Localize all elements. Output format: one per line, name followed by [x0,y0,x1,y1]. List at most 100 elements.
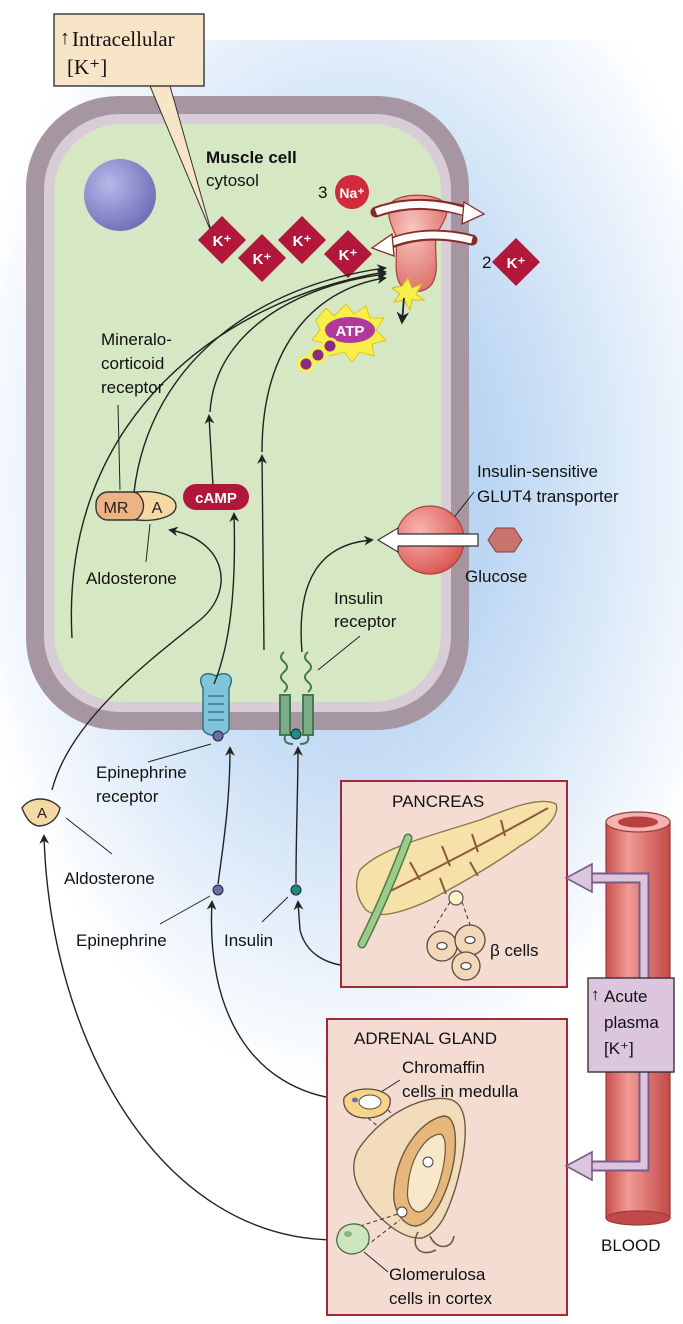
blood-vessel-lumen [618,816,658,828]
pump-atp-arrow [396,297,410,325]
arrow-aldosterone-to-mr [51,526,222,791]
glom-line1: Glomerulosa [389,1265,486,1284]
k-ion-diamond [237,233,287,283]
pump-spark-icon [390,276,426,312]
k-ion-label: K⁺ [213,233,232,250]
insulin-label: Insulin [224,931,273,950]
glut4-label-line1: Insulin-sensitive [477,462,598,481]
arrow-insulin-to-pump [261,274,387,453]
plasma-line2: plasma [604,1013,659,1032]
islet-zoom-line [433,901,451,929]
glucose-arrow [376,526,479,554]
k-out-ion-label: K⁺ [507,255,526,272]
phosphate-icon [321,337,339,355]
adrenal-gland-icon [353,1097,466,1254]
insulin-icon [290,884,302,896]
k-ion-diamond [197,215,247,265]
na-k-pump [370,194,486,325]
phosphate-icon [297,355,315,373]
beta-cells-label: β cells [490,941,539,960]
arrow-camp-to-pump [209,270,387,413]
glucose-label: Glucose [465,567,527,586]
arrow-insulin-up [257,454,267,651]
epinephrine-receptor-icon [199,672,233,737]
pancreatic-duct [379,807,549,897]
mr-label-line2: corticoid [101,354,164,373]
insulin-receptor-line1: Insulin [334,589,383,608]
aldosterone-free-icon [21,798,61,827]
mr-a-text: A [152,500,163,517]
glut4-label-line2: GLUT4 transporter [477,487,619,506]
glut4-leader [451,491,475,521]
phosphate-icon [309,346,327,364]
epi-receptor-leader [147,743,212,763]
beta-cells-icon [426,924,486,981]
epinephrine-icon [212,884,224,896]
arrow-blood-to-adrenal-inner [590,1064,648,1170]
plasma-line1: Acute [604,987,647,1006]
epi-receptor-line1: Epinephrine [96,763,187,782]
aldosterone-label: Aldosterone [64,869,155,888]
k-ion-diamond [323,229,373,279]
arrow-epi-receptor-to-camp [213,512,240,685]
k-ion-label: K⁺ [293,233,312,250]
atp-oval [325,317,375,343]
arrow-insulin-to-glut4 [300,535,374,653]
insulin-leader [261,896,289,923]
mr-aldosterone-label: Aldosterone [86,569,177,588]
islet-icon [448,890,464,906]
camp-badge [183,484,249,510]
mr-complex: MR A [95,490,177,522]
camp-label: cAMP [195,490,237,507]
duodenum-icon-inner [359,835,411,947]
insulin-receptor-line2: receptor [334,612,397,631]
epinephrine-bound-icon [212,730,224,742]
insulin-receptor-icon [279,651,314,745]
arrow-camp-up [204,414,215,487]
arrowhead-to-pancreas [564,862,593,894]
mr-leader [117,404,121,491]
mr-label-line3: receptor [101,378,164,397]
blood-vessel-bottom [605,1210,671,1226]
mr-text: MR [104,500,129,517]
epinephrine-leader [159,895,211,925]
arrow-cell-to-pump-1 [70,268,387,639]
arrow-chromaffin-to-epinephrine [206,900,345,1101]
arrow-blood-to-pancreas-inner [590,874,648,990]
plasma-box [587,977,675,1073]
blood-label: BLOOD [601,1236,661,1255]
atp-label: ATP [336,323,365,340]
signal-arrows-to-pump [70,264,387,651]
chromaffin-zoom-line [367,1117,419,1161]
k-in-arrowhead [370,232,395,257]
callout-line1: Intracellular [72,27,175,51]
plasma-arrow: ↑ [591,985,600,1004]
na-count: 3 [318,183,327,202]
chromaffin-line2: cells in medulla [402,1082,519,1101]
cell-subtitle: cytosol [206,171,259,190]
glomerulosa-cell-icon [336,1223,370,1255]
epi-receptor-line2: receptor [96,787,159,806]
atp-molecule: ATP [297,303,387,373]
arrow-epinephrine-up [217,746,235,885]
cell-title: Muscle cell [206,148,297,167]
arrow-insulin-ligand-up [293,746,303,885]
chromaffin-line1: Chromaffin [402,1058,485,1077]
na-ion-circle [335,175,369,209]
k-ion-label: K⁺ [253,251,272,268]
k-in-arrow-inner [386,231,473,248]
insulin-receptor-leader [317,635,361,671]
mr-aldo-leader [145,523,151,563]
adrenal-title: ADRENAL GLAND [354,1029,497,1048]
arrow-glomerulosa-to-aldosterone [39,834,337,1241]
k-out-count: 2 [482,253,491,272]
plasma-line3: [K⁺] [604,1039,634,1058]
aldosterone-leader [65,817,113,855]
glom-zoom-line [365,1219,401,1247]
arrowhead-to-adrenal [564,1150,593,1182]
glom-line2: cells in cortex [389,1289,492,1308]
aldosterone-free-a: A [37,805,47,822]
glom-leader [363,1251,389,1273]
callout-box [53,13,205,87]
